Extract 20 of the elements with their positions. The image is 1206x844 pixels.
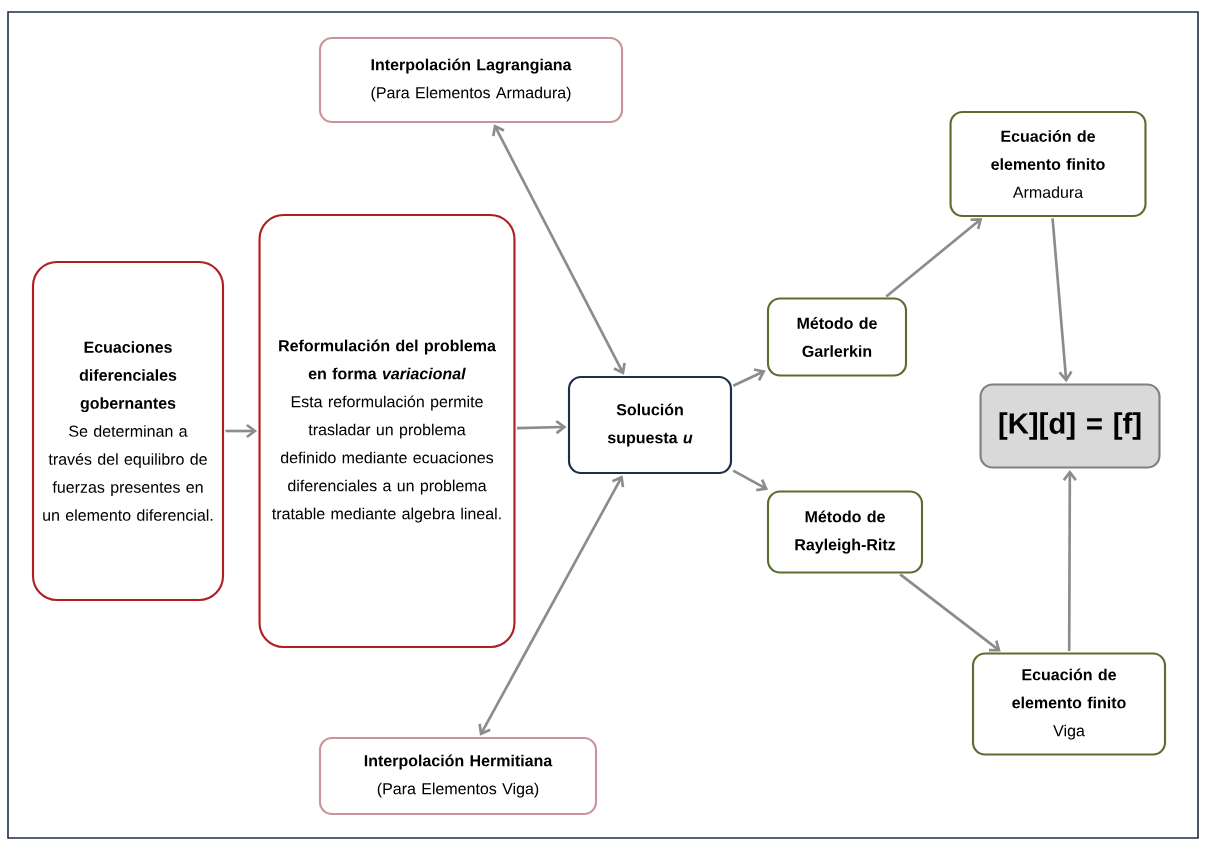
reformulation-box: Reformulación del problema en forma variacional Esta reformulación permite trasladar un problema definido mediante ecuaciones diferenciales a un problema tratable mediante algebra lineal. [258,213,516,649]
arrow [732,469,769,492]
equation-box: Ecuación de elemento finito Viga [971,652,1167,756]
arrow [478,475,625,736]
arrow [899,573,1001,652]
interpolation-box: Interpolación Lagrangiana (Para Elementos Armadura) [318,36,624,124]
matrix-equation-box: [K][d] = [f] [979,383,1161,469]
arrow [516,420,567,435]
arrow [885,217,983,298]
arrow [1062,469,1077,652]
arrow [492,124,626,375]
solution-box: Solución supuesta u [567,375,733,475]
equation-box: Ecuación de elemento finito Armadura [949,110,1147,218]
method-box: Método de Garlerkin [766,297,908,377]
interpolation-box: Interpolación Hermitiana (Para Elementos Viga) [318,736,598,816]
arrow [732,368,766,388]
method-box: Método de Rayleigh-Ritz [766,490,924,574]
equation-box: Ecuaciones diferenciales gobernantes Se determinan a través del equilibro de fuerzas presentes en un elemento diferencial. [31,260,225,602]
arrow [225,423,258,439]
arrow [1051,218,1073,383]
